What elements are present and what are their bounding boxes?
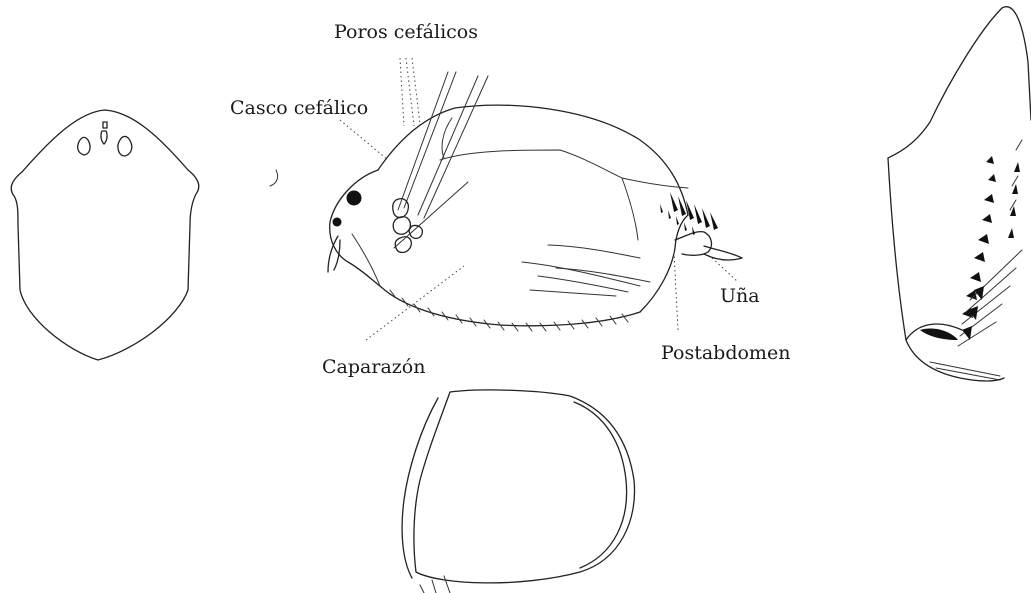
compound-eye — [347, 191, 362, 206]
carapace-valve-view — [402, 390, 634, 593]
head-shield-dorsal-view — [11, 110, 199, 360]
postabdomen-detail-view — [888, 7, 1031, 381]
label-cephalic-pores: Poros cefálicos — [334, 21, 478, 43]
label-head-shield: Casco cefálico — [230, 97, 368, 119]
label-carapace: Caparazón — [322, 356, 425, 378]
label-postabdomen: Postabdomen — [661, 342, 790, 364]
label-claw: Uña — [720, 285, 760, 307]
ocellus — [333, 218, 342, 227]
